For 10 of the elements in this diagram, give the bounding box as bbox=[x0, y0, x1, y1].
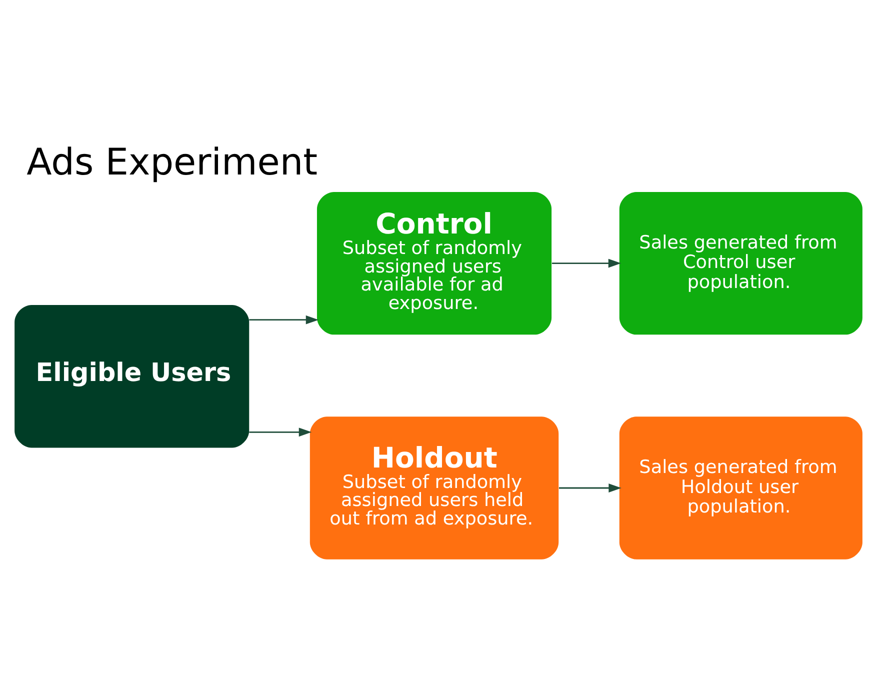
arrow bbox=[249, 314, 319, 324]
node-box: Sales generated from Holdout user population. bbox=[619, 416, 862, 559]
node-box: Sales generated from Control user population. bbox=[619, 191, 862, 334]
arrow bbox=[558, 483, 622, 492]
arrow bbox=[552, 258, 622, 268]
node-box: Control Subset of randomly assigned users available for ad exposure. bbox=[316, 191, 552, 334]
diagram-title: Ads Experiment bbox=[26, 140, 318, 184]
arrow bbox=[249, 427, 312, 436]
node-box: Eligible Users bbox=[14, 304, 250, 448]
node-box: Holdout Subset of randomly assigned users held out from ad exposure. bbox=[310, 416, 559, 559]
